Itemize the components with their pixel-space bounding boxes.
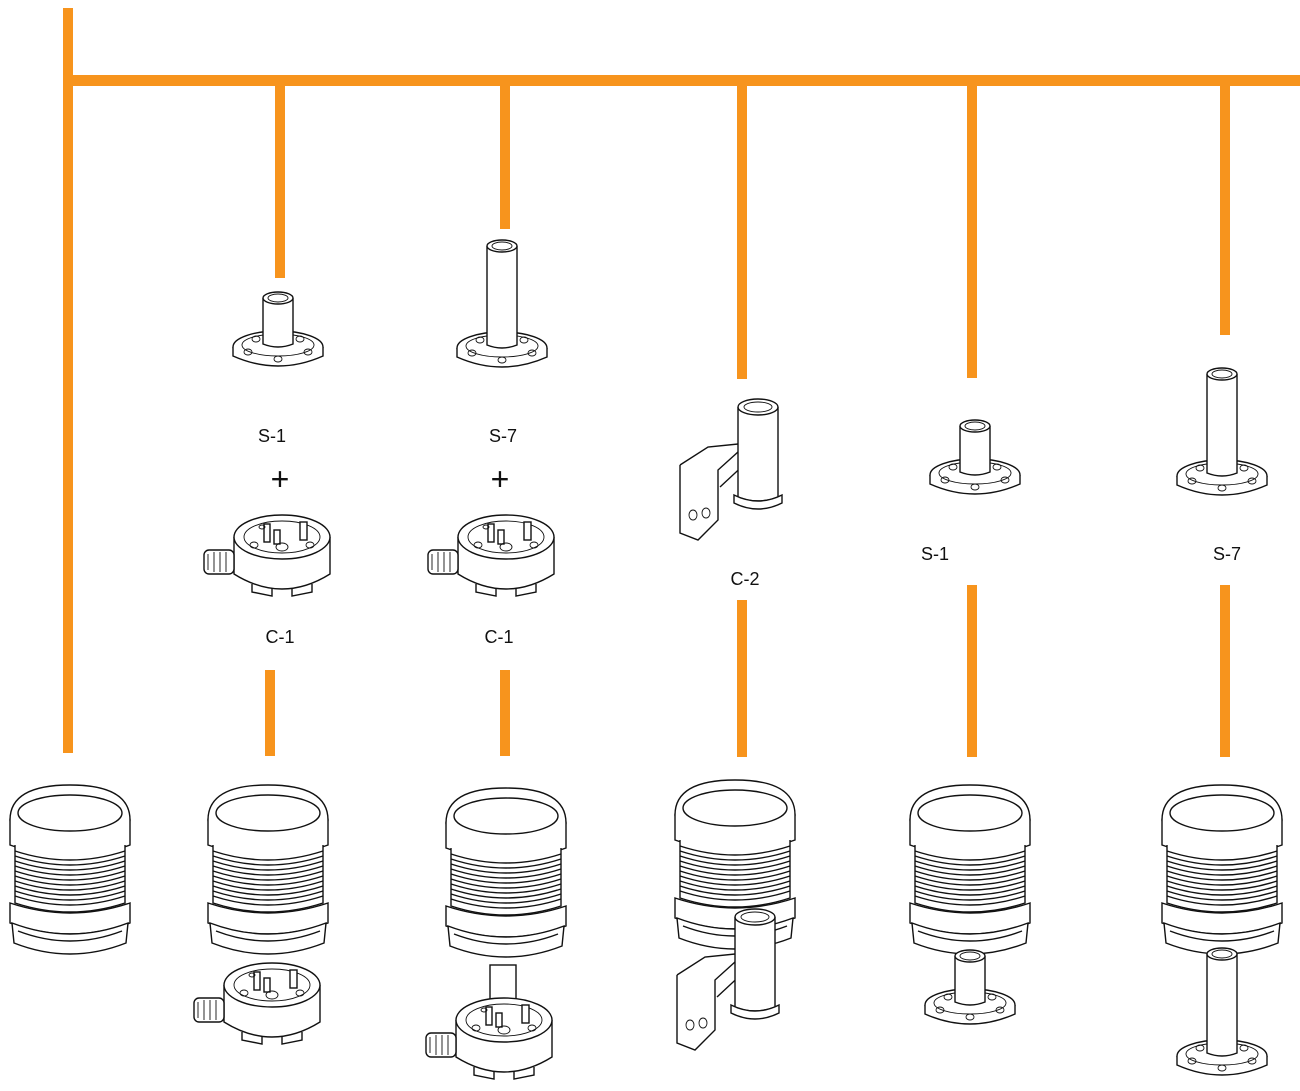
label-c1: C-1: [484, 627, 513, 647]
beacon-image: [1161, 784, 1283, 955]
label-s1: S-1: [921, 544, 949, 564]
beacon-image: [445, 787, 567, 958]
plus-symbol: +: [271, 461, 290, 497]
pole-s7-image: [1176, 367, 1268, 496]
column-s7: S-7: [1161, 367, 1283, 1076]
column-s1: S-1: [909, 419, 1031, 1025]
connector-lines: [63, 8, 1300, 757]
junction-box-c1-image: [203, 514, 331, 597]
label-s7: S-7: [489, 426, 517, 446]
label-c2: C-2: [730, 569, 759, 589]
label-s7: S-7: [1213, 544, 1241, 564]
beacon-column-1: [9, 784, 131, 955]
pole-s1-image: [232, 291, 324, 367]
junction-box-c1-image: [427, 514, 555, 597]
beacon-image: [909, 784, 1031, 955]
bracket-c2-image: [679, 398, 783, 541]
pole-s7-image: [456, 239, 548, 368]
beacon-image: [207, 784, 329, 955]
mounted-pole-image: [1176, 947, 1268, 1076]
pole-s1-image: [929, 419, 1021, 495]
column-s7-c1: S-7 + C-1: [425, 239, 567, 1080]
mounted-box-image: [193, 962, 321, 1045]
mounted-box-image: [425, 997, 553, 1080]
mounted-pole-image: [924, 949, 1016, 1025]
beacon-image: [9, 784, 131, 955]
plus-symbol: +: [491, 461, 510, 497]
column-s1-c1: S-1 + C-1: [193, 291, 331, 1045]
label-s1: S-1: [258, 426, 286, 446]
column-c2: C-2: [674, 398, 796, 1051]
label-c1: C-1: [265, 627, 294, 647]
